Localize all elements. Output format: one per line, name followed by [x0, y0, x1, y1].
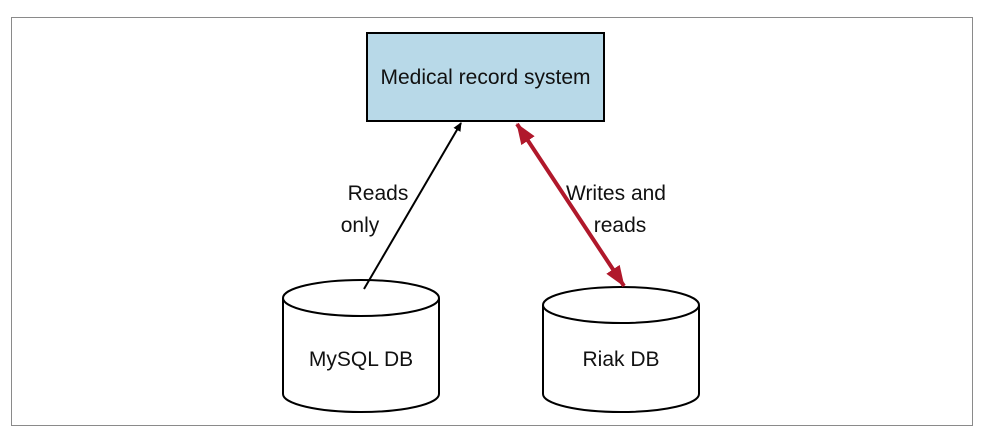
mysql-db-label: MySQL DB [309, 348, 413, 371]
reads-only-label-line-2: only [341, 214, 380, 237]
writes-and-reads-arrow [515, 122, 626, 288]
reads-only-arrow [363, 122, 462, 290]
mysql-db-cylinder-body [282, 298, 440, 413]
riak-db-label: Riak DB [582, 348, 659, 371]
mysql-db-cylinder-top [282, 279, 440, 317]
medical-record-system-box [366, 32, 605, 122]
riak-db-cylinder-top [542, 286, 700, 324]
medical-record-system-node: Medical record system [366, 32, 605, 122]
mysql-db-node: MySQL DB [282, 279, 440, 413]
riak-db-cylinder-body [542, 305, 700, 413]
medical-record-system-label: Medical record system [380, 66, 590, 89]
riak-db-node: Riak DB [542, 286, 700, 413]
writes-and-reads-label: Writes and reads [566, 182, 666, 237]
writes-and-reads-label-line-1: Writes and [566, 182, 666, 205]
writes-and-reads-label-line-2: reads [594, 214, 647, 237]
reads-only-label-line-1: Reads [348, 182, 409, 205]
reads-only-label: Reads only [341, 182, 409, 237]
